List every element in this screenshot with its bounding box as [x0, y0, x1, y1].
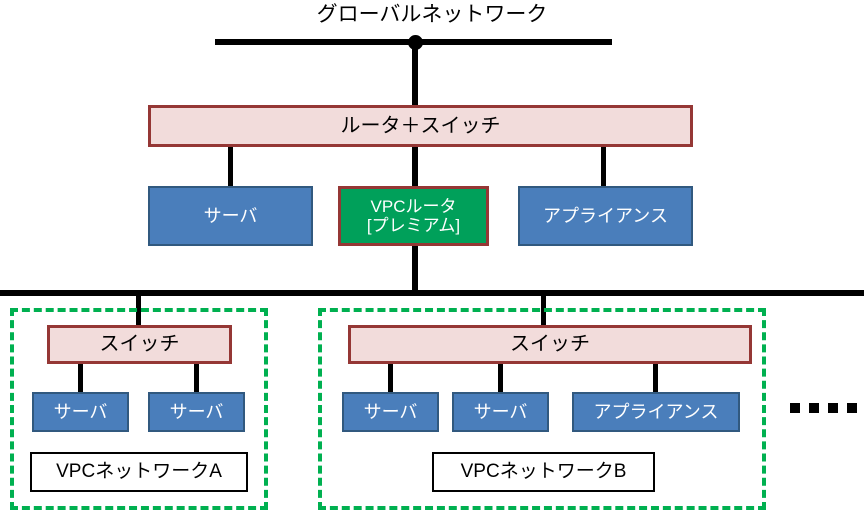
vpc-router-label-line2: [プレミアム] [366, 216, 461, 235]
vpc-b-server-1-box[interactable]: サーバ [342, 392, 439, 432]
vpc-a-server-1-label: サーバ [53, 401, 108, 422]
ellipsis-dot [809, 403, 819, 413]
global-server-label: サーバ [203, 205, 258, 226]
router-switch-box[interactable]: ルータ＋スイッチ [148, 105, 693, 147]
global-appliance-label: アプライアンス [543, 205, 668, 226]
vpc-a-server-2-box[interactable]: サーバ [148, 392, 245, 432]
vpc-b-server-2-label: サーバ [473, 401, 528, 422]
router-to-server-link [228, 147, 233, 187]
continuation-ellipsis-icon [790, 403, 864, 413]
vpc-b-name-label: VPCネットワークB [432, 452, 655, 492]
vpc-b-appliance-box[interactable]: アプライアンス [572, 392, 740, 432]
vpc-b-switch-to-server-1-link [388, 364, 393, 394]
vpc-b-switch-to-server-2-link [498, 364, 503, 394]
vpc-b-switch-to-appliance-link [653, 364, 658, 394]
vpc-a-server-1-box[interactable]: サーバ [32, 392, 129, 432]
vpc-router-to-vpc-bus-link [412, 246, 418, 294]
vpc-b-server-2-box[interactable]: サーバ [452, 392, 549, 432]
global-appliance-box[interactable]: アプライアンス [518, 186, 693, 246]
global-bus-to-router-link [412, 42, 418, 106]
vpc-network-bus [0, 290, 864, 296]
vpc-a-name-text: VPCネットワークA [56, 461, 222, 483]
vpc-b-server-1-label: サーバ [363, 401, 418, 422]
vpc-router-premium-box[interactable]: VPCルータ [プレミアム] [338, 186, 489, 246]
ellipsis-dot [828, 403, 838, 413]
vpc-a-switch-to-server-1-link [78, 364, 83, 394]
vpc-a-switch-box[interactable]: スイッチ [47, 325, 232, 364]
page-title: グローバルネットワーク [316, 3, 548, 26]
vpc-b-appliance-label: アプライアンス [593, 401, 719, 422]
vpc-network-a-zone [10, 308, 268, 510]
global-server-box[interactable]: サーバ [148, 186, 313, 246]
router-to-appliance-link [601, 147, 606, 187]
vpc-router-label-line1: VPCルータ [370, 196, 457, 216]
ellipsis-dot [847, 403, 857, 413]
vpc-network-b-zone [318, 308, 766, 510]
router-switch-label: ルータ＋スイッチ [340, 114, 501, 137]
vpc-b-switch-label: スイッチ [510, 333, 590, 356]
vpc-a-switch-to-server-2-link [194, 364, 199, 394]
vpc-a-switch-label: スイッチ [99, 333, 180, 356]
vpc-a-server-2-label: サーバ [169, 401, 224, 422]
vpc-b-switch-box[interactable]: スイッチ [348, 325, 752, 364]
vpc-b-name-text: VPCネットワークB [460, 461, 627, 483]
vpc-a-name-label: VPCネットワークA [30, 452, 248, 492]
router-to-vpc-router-link [412, 147, 418, 187]
ellipsis-dot [790, 403, 800, 413]
